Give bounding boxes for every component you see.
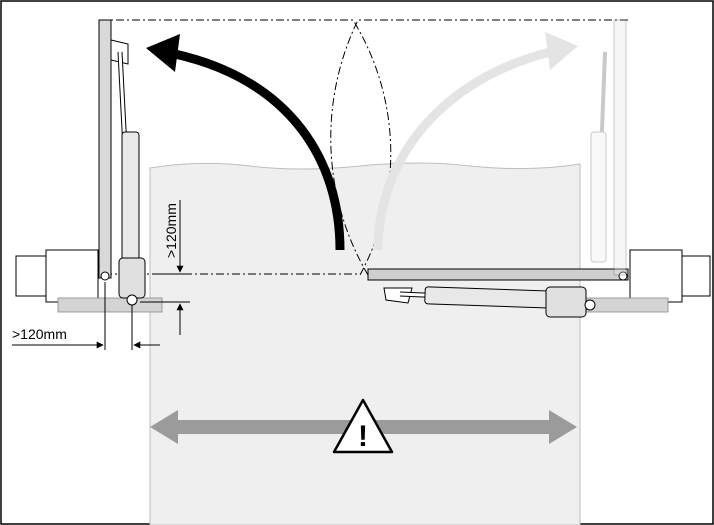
right-gate-leaf (367, 268, 629, 281)
right-gate-ghost (590, 19, 627, 276)
vertical-dimension: >120mm (140, 200, 190, 335)
warning-symbol: ! (358, 420, 368, 453)
warning-triangle-icon: ! (332, 398, 394, 454)
left-actuator (110, 39, 146, 306)
curved-arrow-icon (146, 34, 345, 251)
dimension-label-horizontal: >120mm (12, 326, 67, 342)
passage-area (149, 162, 581, 525)
curved-arrow-faded-icon (373, 32, 578, 251)
right-actuator (383, 286, 596, 318)
horizontal-dimension: >120mm (12, 282, 160, 350)
dimension-label-vertical: >120mm (163, 203, 179, 258)
left-gate-leaf (98, 19, 112, 281)
right-pillar (571, 249, 711, 313)
